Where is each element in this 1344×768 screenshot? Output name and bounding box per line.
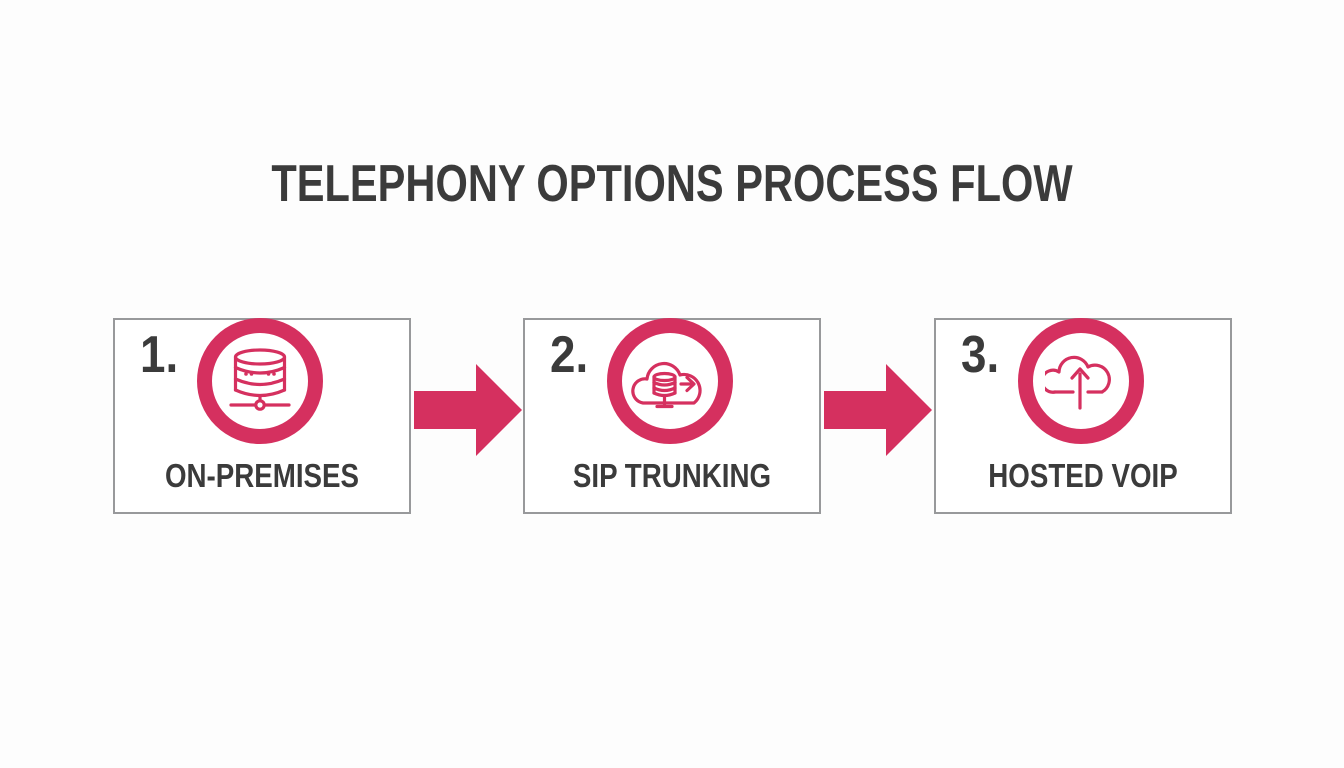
diagram-title: TELEPHONY OPTIONS PROCESS FLOW <box>271 155 1073 213</box>
flow-arrow-2-icon <box>824 364 932 456</box>
cloud-upload-icon <box>1045 355 1111 410</box>
cloud-database-transfer-icon <box>631 361 702 409</box>
step-box-on-premises: 1. ON-PREMISES <box>113 318 411 514</box>
step-number-3: 3. <box>961 326 1000 384</box>
step-label-2: SIP TRUNKING <box>572 457 772 494</box>
server-database-icon <box>229 348 291 411</box>
step-number-1: 1. <box>140 326 179 384</box>
step-ring-3 <box>1018 318 1144 444</box>
step-label-1: ON-PREMISES <box>164 457 360 494</box>
step-box-sip-trunking: 2. SIP TRUNKING <box>523 318 821 514</box>
step-ring-2 <box>607 318 733 444</box>
step-number-2: 2. <box>550 326 589 384</box>
step-box-hosted-voip: 3. HOSTED VOIP <box>934 318 1232 514</box>
step-ring-1 <box>197 318 323 444</box>
flow-arrow-1-icon <box>414 364 522 456</box>
step-label-3: HOSTED VOIP <box>988 457 1178 494</box>
